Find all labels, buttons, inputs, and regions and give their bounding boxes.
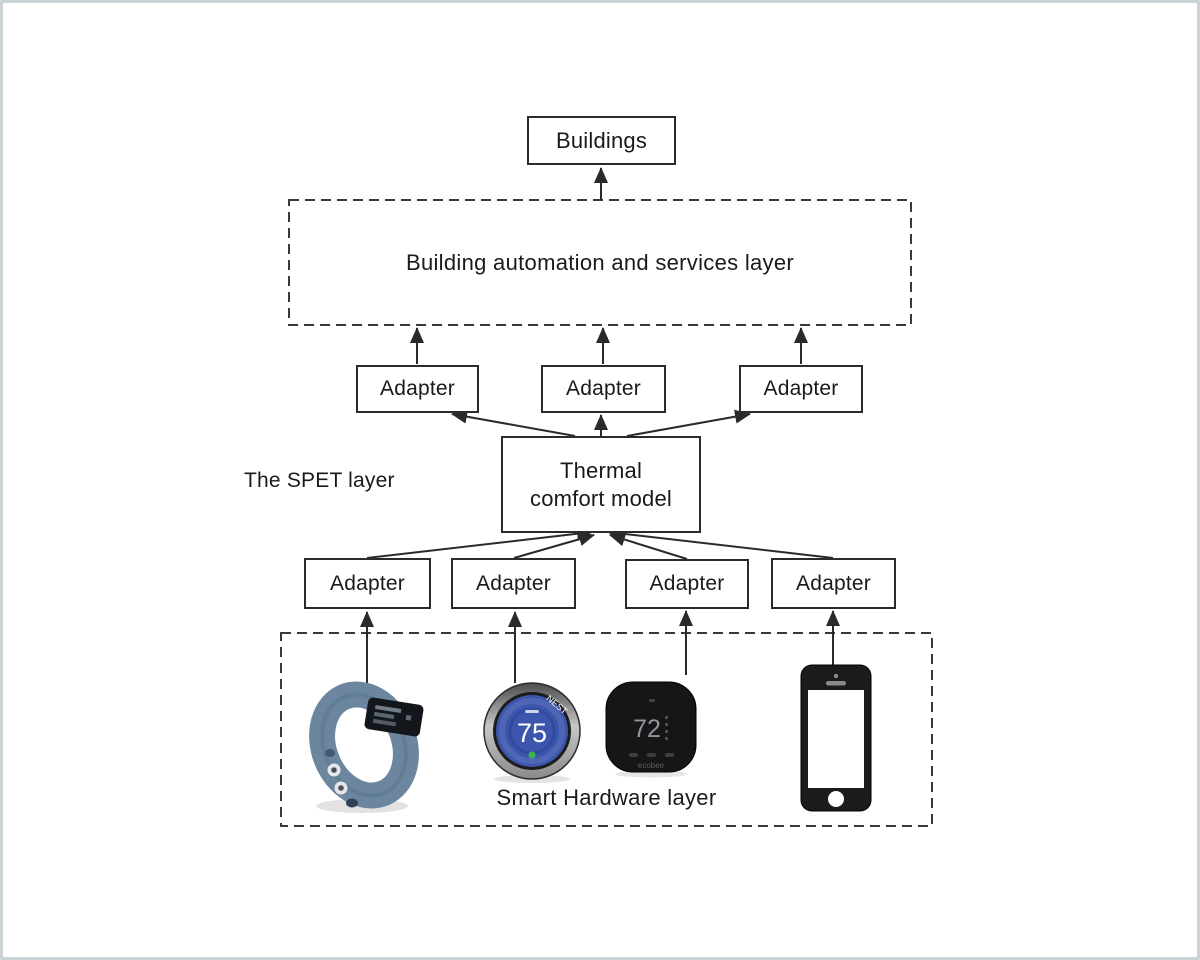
adapter-label: Adapter [330,571,405,595]
bas-layer-dashed-box [288,199,912,326]
ecobee-thermostat-icon: 72 ecobee [605,681,697,778]
ecobee-brand-text: ecobee [638,761,665,770]
adapter-label: Adapter [380,377,455,400]
smartphone-icon [800,664,872,812]
connector-arrows [360,167,840,693]
adapter-bottom-4: Adapter [771,558,896,609]
fitness-band-image [296,675,436,825]
adapter-bottom-3: Adapter [625,559,749,609]
thermal-line2: comfort model [530,485,672,511]
arrow-thermal-to-adapter3 [626,409,751,437]
nest-temperature-value: 75 [517,718,547,748]
hardware-layer-dashed-box [280,632,933,827]
ecobee-temperature-value: 72 [633,715,661,743]
arrows-layer [280,167,933,827]
thermal-line1: Thermal [559,457,643,483]
adapter-top-1: Adapter [356,365,479,413]
arrow-badapter2-to-thermal [513,532,595,559]
arrow-badapter4-to-thermal [607,526,834,559]
adapter-top-2: Adapter [541,365,666,413]
adapter-label: Adapter [649,572,725,595]
fitness-band-icon [309,681,424,813]
adapter-label: Adapter [796,571,871,595]
buildings-label: Buildings [555,127,648,153]
ecobee-thermostat-image: 72 ecobee [603,678,700,783]
arrow-badapter1-to-thermal [366,526,593,559]
arrow-thermal-to-adapter1 [451,409,576,437]
arrow-badapter3-to-thermal [609,532,688,560]
spet-layer-label: The SPET layer [244,469,395,492]
adapter-label: Adapter [763,377,839,400]
adapter-label: Adapter [476,571,551,595]
nest-thermostat-icon: 75 NEST [483,682,581,783]
buildings-box: Buildings [527,116,676,165]
thermal-comfort-model-box: Thermal comfort model [501,436,701,533]
adapter-bottom-2: Adapter [451,558,576,609]
nest-leaf-dot [528,751,536,759]
adapter-top-3: Adapter [739,365,863,413]
adapter-label: Adapter [566,377,641,400]
smartphone-image [798,663,874,818]
adapter-bottom-1: Adapter [304,558,431,609]
nest-thermostat-image: 75 NEST [481,681,583,788]
